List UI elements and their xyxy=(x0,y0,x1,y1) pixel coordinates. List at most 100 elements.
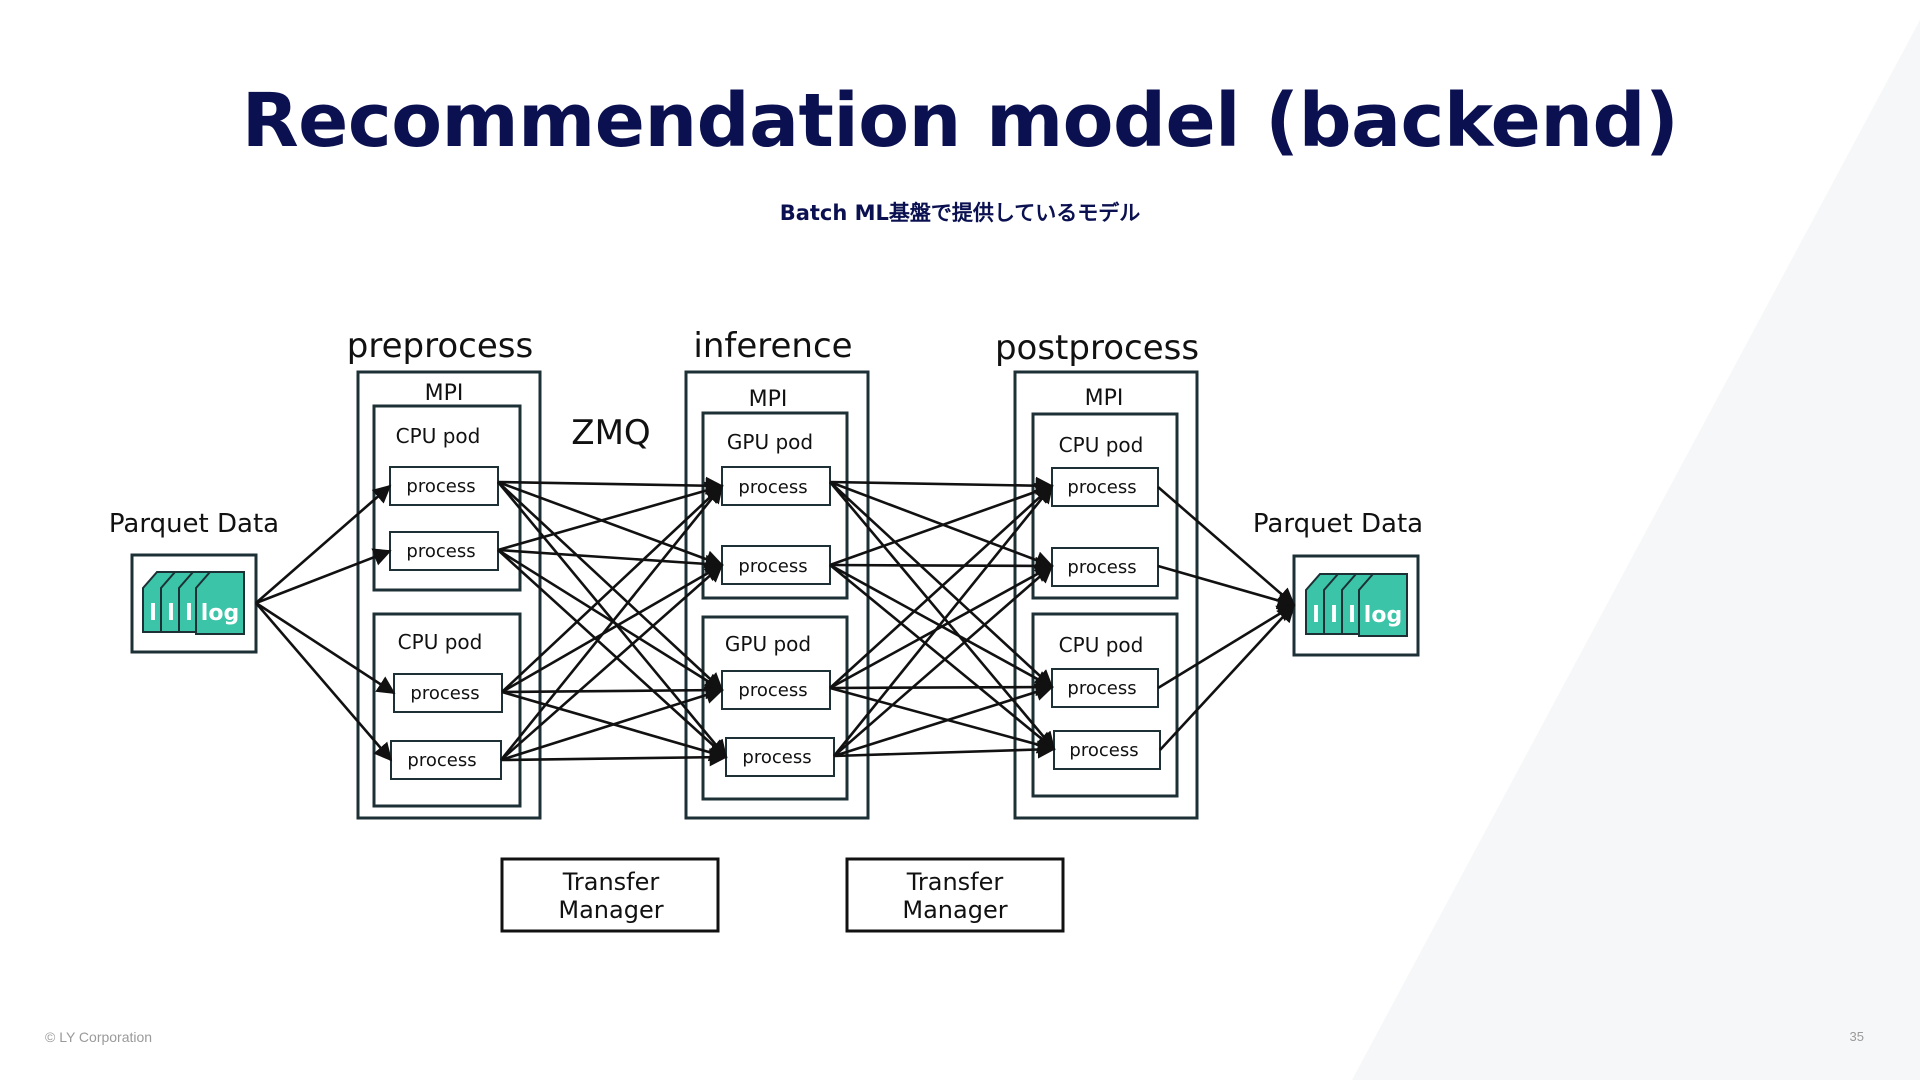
mpi-box-preprocess xyxy=(356,370,542,820)
zmq-arrow xyxy=(497,480,724,568)
zmq-arrow xyxy=(500,686,724,762)
log-files-icon: l l l log xyxy=(142,571,245,635)
process-box: process xyxy=(389,466,499,506)
input-arrow xyxy=(255,602,393,762)
zmq-arrow xyxy=(501,563,724,694)
zmq-arrow xyxy=(500,748,728,767)
zmq-label: ZMQ xyxy=(571,413,650,453)
process-box: process xyxy=(721,670,831,710)
process-box: process xyxy=(1051,547,1159,587)
footer-copyright: © LY Corporation xyxy=(45,1029,153,1045)
svg-text:Manager: Manager xyxy=(558,896,663,924)
zmq-arrow xyxy=(497,548,724,573)
pod-label: CPU pod xyxy=(398,630,483,654)
process-label: process xyxy=(738,556,807,577)
svg-text:l: l xyxy=(1312,603,1320,628)
process-label: process xyxy=(1067,678,1136,699)
pod-box xyxy=(1031,612,1179,798)
zmq-arrow xyxy=(501,681,724,700)
mpi-box-postprocess xyxy=(1013,370,1199,820)
transfer-manager-box: Transfer Manager xyxy=(500,857,720,933)
process-label: process xyxy=(410,683,479,704)
svg-text:Transfer: Transfer xyxy=(906,868,1004,896)
slide-subtitle: Batch ML基盤で提供しているモデル xyxy=(779,201,1141,225)
input-parquet-box: l l l log xyxy=(130,553,258,654)
zmq-arrow xyxy=(829,677,1054,697)
pod-box xyxy=(1031,412,1179,600)
svg-text:l: l xyxy=(1348,603,1356,628)
process-label: process xyxy=(406,476,475,497)
svg-text:log: log xyxy=(1364,603,1402,628)
stage-label-preprocess: preprocess xyxy=(347,326,533,366)
svg-text:Transfer: Transfer xyxy=(562,868,660,896)
mpi-label-preprocess: MPI xyxy=(425,381,464,406)
mpi-label-postprocess: MPI xyxy=(1085,386,1124,411)
zmq-arrow xyxy=(833,564,1054,757)
zmq-arrow xyxy=(497,548,724,692)
process-box: process xyxy=(1051,668,1159,708)
process-box: process xyxy=(389,531,499,571)
input-parquet-label: Parquet Data xyxy=(109,509,279,539)
zmq-arrow xyxy=(497,476,724,495)
input-arrow xyxy=(255,484,392,604)
process-box: process xyxy=(721,545,831,585)
process-label: process xyxy=(738,477,807,498)
input-arrow xyxy=(255,601,396,695)
svg-text:log: log xyxy=(201,601,239,626)
svg-text:Manager: Manager xyxy=(902,896,1007,924)
pod-label: GPU pod xyxy=(727,430,813,454)
zmq-arrow xyxy=(829,481,1056,751)
svg-text:l: l xyxy=(167,601,175,626)
process-box: process xyxy=(725,737,835,777)
log-files-icon: l l l log xyxy=(1305,573,1408,637)
zmq-arrow xyxy=(497,481,724,552)
page-number: 35 xyxy=(1849,1029,1864,1044)
input-arrow xyxy=(255,548,392,605)
zmq-arrow xyxy=(497,549,728,759)
connection-arrows xyxy=(255,476,1296,767)
stage-label-postprocess: postprocess xyxy=(995,328,1199,368)
process-box: process xyxy=(1053,730,1161,770)
process-label: process xyxy=(1067,477,1136,498)
process-box: process xyxy=(1051,467,1159,507)
output-parquet-box: l l l log xyxy=(1292,554,1420,657)
zmq-arrow xyxy=(829,563,1056,751)
pod-box xyxy=(701,615,849,801)
process-box: process xyxy=(721,466,831,506)
zmq-arrow xyxy=(829,484,1054,689)
zmq-arrow xyxy=(829,482,1054,567)
zmq-arrow xyxy=(829,564,1054,690)
svg-text:l: l xyxy=(149,601,157,626)
zmq-arrow xyxy=(829,480,1054,569)
pod-label: CPU pod xyxy=(396,424,481,448)
zmq-arrow xyxy=(829,686,1056,754)
output-arrow xyxy=(1159,603,1296,751)
zmq-arrow xyxy=(496,481,728,759)
process-box: process xyxy=(393,673,503,713)
zmq-arrow xyxy=(500,563,724,761)
output-arrow xyxy=(1157,564,1296,610)
mpi-label-inference: MPI xyxy=(749,387,788,412)
output-arrow xyxy=(1157,603,1296,690)
zmq-arrow xyxy=(832,484,1054,757)
pod-label: GPU pod xyxy=(725,632,811,656)
process-label: process xyxy=(738,680,807,701)
process-label: process xyxy=(1067,557,1136,578)
svg-text:l: l xyxy=(185,601,193,626)
stage-label-inference: inference xyxy=(693,326,852,366)
transfer-manager-box: Transfer Manager xyxy=(845,857,1065,933)
zmq-arrow xyxy=(499,484,724,761)
process-label: process xyxy=(407,750,476,771)
process-label: process xyxy=(1069,740,1138,761)
slide-title: Recommendation model (backend) xyxy=(241,78,1679,164)
background-diagonal-shape xyxy=(1352,20,1920,1080)
output-parquet-label: Parquet Data xyxy=(1253,509,1423,539)
zmq-arrow xyxy=(833,740,1056,759)
process-label: process xyxy=(742,747,811,768)
zmq-arrow xyxy=(497,481,724,692)
zmq-arrow xyxy=(829,481,1054,689)
output-arrow xyxy=(1157,486,1296,607)
zmq-arrow xyxy=(829,476,1054,495)
